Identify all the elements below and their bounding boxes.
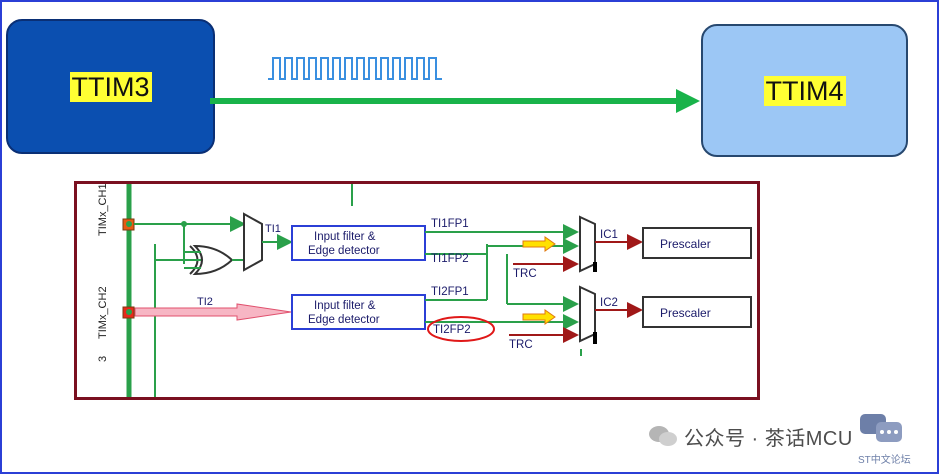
channel-label-3: 3	[97, 356, 109, 362]
tim3-label: TTIM3	[69, 71, 152, 102]
ic2-mux	[579, 285, 596, 343]
ti1fp2-label: TI1FP2	[431, 253, 469, 265]
trc-label-2: TRC	[509, 339, 533, 351]
prescaler-2	[642, 296, 752, 328]
ti2fp1-label: TI2FP1	[431, 286, 469, 298]
watermark-text: 公众号 · 茶话MCU	[684, 428, 853, 450]
trigger-arrow	[210, 89, 700, 113]
ic1-label: IC1	[600, 229, 618, 241]
ti2fp1-highlight-arrow	[522, 236, 556, 252]
channel-label-ch1: TIMx_CH1	[97, 184, 109, 236]
ti2fp2-label: TI2FP2	[433, 324, 471, 336]
filter-1-line1: Input filter &	[314, 231, 376, 243]
ti2fp2-highlight-arrow	[522, 309, 556, 325]
wechat-icon	[649, 426, 677, 446]
trc-label-1: TRC	[513, 268, 537, 280]
tim4-label: TTIM4	[763, 75, 846, 106]
ic2-label: IC2	[600, 297, 618, 309]
ti1-label: TI1	[265, 223, 281, 235]
ti2fp2-highlight-ring	[427, 316, 495, 342]
ti1fp1-label: TI1FP1	[431, 218, 469, 230]
ic1-mux	[579, 215, 596, 273]
ti2-highlight-arrow	[134, 303, 292, 321]
tim3-block: TTIM3	[6, 19, 215, 154]
filter-1-line2: Edge detector	[308, 245, 380, 257]
ti2-label: TI2	[197, 296, 213, 308]
pulse-train-icon	[268, 57, 442, 80]
prescaler-1-label: Prescaler	[660, 237, 711, 251]
filter-2-line2: Edge detector	[308, 314, 380, 326]
filter-block-2	[291, 294, 426, 330]
input-capture-diagram: TIMx_CH1 TIMx_CH2 3 TI1 TI2 Input filt	[74, 181, 760, 400]
ti1-mux	[243, 212, 263, 272]
prescaler-1	[642, 227, 752, 259]
filter-block-1	[291, 225, 426, 261]
watermark-sub: ST中文论坛	[858, 455, 911, 466]
tim4-block: TTIM4	[701, 24, 908, 157]
channel-label-ch2: TIMx_CH2	[97, 286, 109, 339]
forum-logo-icon	[860, 414, 902, 442]
filter-2-line1: Input filter &	[314, 300, 376, 312]
prescaler-2-label: Prescaler	[660, 306, 711, 320]
